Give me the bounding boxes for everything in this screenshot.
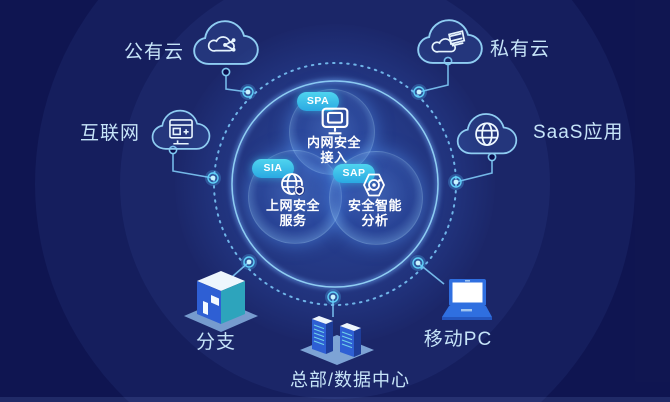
connector-public-cloud bbox=[225, 76, 249, 93]
badge-sia: SIA bbox=[252, 159, 294, 178]
glow-dot bbox=[205, 170, 221, 186]
datacenter-towers-icon bbox=[300, 316, 374, 365]
glow-dot bbox=[410, 255, 426, 271]
service-text-sia: 上网安全 服务 bbox=[265, 198, 320, 228]
cloud-server-icon bbox=[417, 19, 483, 64]
main-ring bbox=[231, 80, 439, 288]
connector-saas bbox=[455, 161, 493, 183]
ring-glow-dots bbox=[205, 84, 464, 305]
service-text-sap: 安全智能 分析 bbox=[347, 198, 402, 228]
badge-spa: SPA bbox=[297, 92, 339, 111]
node-label-headquarters-datacenter: 总部/数据中心 bbox=[289, 370, 410, 390]
glow-dot bbox=[325, 289, 341, 305]
node-label-saas-app: SaaS应用 bbox=[533, 122, 624, 143]
glow-dot bbox=[411, 84, 427, 100]
connector-private-cloud bbox=[418, 65, 449, 93]
service-text-spa: 内网安全 接入 bbox=[306, 135, 361, 165]
glow-dot bbox=[448, 174, 464, 190]
monitor-icon bbox=[321, 107, 349, 135]
laptop-icon bbox=[442, 279, 492, 320]
node-label-internet: 互联网 bbox=[79, 123, 140, 144]
badge-sap: SAP bbox=[333, 164, 375, 183]
node-label-private-cloud: 私有云 bbox=[490, 39, 551, 60]
glow-dot bbox=[241, 254, 257, 270]
node-label-branch: 分支 bbox=[195, 332, 236, 353]
cloud-globe-icon bbox=[456, 113, 518, 155]
hexagon-analysis-icon bbox=[363, 173, 385, 197]
background-bottom-strip bbox=[0, 397, 670, 402]
cloud-share-icon bbox=[193, 20, 259, 65]
node-label-public-cloud: 公有云 bbox=[123, 42, 184, 63]
cloud-browser-icon bbox=[151, 109, 211, 150]
node-label-mobile-pc: 移动PC bbox=[423, 329, 493, 350]
building-icon bbox=[184, 271, 258, 332]
glow-dot bbox=[240, 84, 256, 100]
secure-globe-icon bbox=[281, 173, 305, 196]
connector-internet bbox=[172, 154, 214, 179]
